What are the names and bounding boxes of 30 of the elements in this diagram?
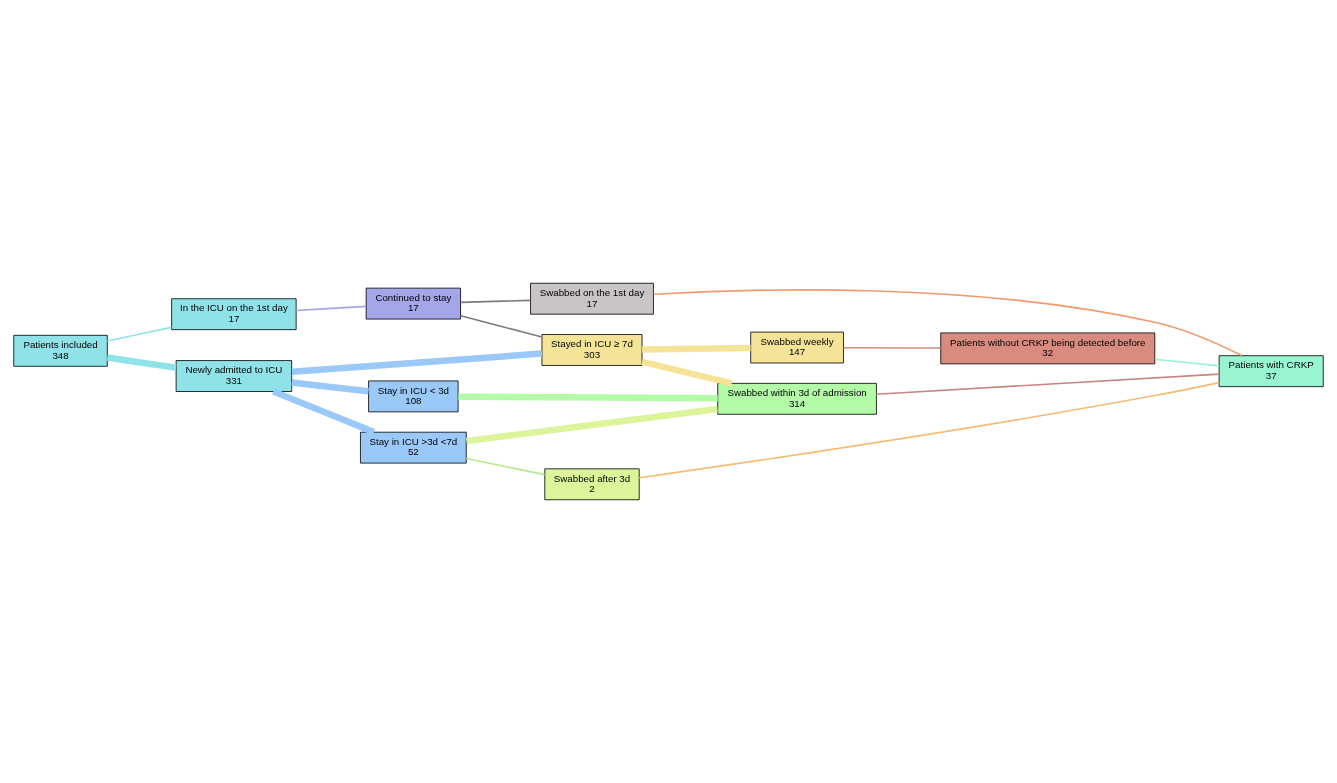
connector [106,326,173,342]
connector [1154,358,1220,367]
node-box: Continued to stay 17 [365,287,461,320]
connector [291,350,543,376]
connector [465,457,546,476]
connector [842,346,942,349]
node-box: Swabbed weekly 147 [750,331,844,364]
node-box: Stay in ICU < 3d 108 [368,380,459,413]
node-box: Newly admitted to ICU 331 [175,360,293,392]
connector [291,379,369,395]
node-box: Patients without CRKP being detected before 32 [940,332,1156,365]
connector [642,344,751,353]
node-box: Patients included 348 [13,334,108,367]
node-box: Patients with CRKP 37 [1218,355,1324,388]
connector [295,305,367,312]
connector [459,314,543,338]
connector [652,289,1243,357]
node-box: In the ICU on the 1st day 17 [171,298,297,331]
node-box: Swabbed on the 1st day 17 [530,282,654,315]
node-box: Stayed in ICU ≥ 7d 303 [541,334,643,366]
connector [272,388,376,436]
node-box: Swabbed after 3d 2 [544,468,640,501]
connector [459,299,532,304]
connector [106,354,177,371]
connector [641,358,733,387]
connector [458,393,718,402]
node-box: Stay in ICU >3d <7d 52 [360,431,467,464]
connector [466,405,718,445]
connector [875,373,1220,396]
node-box: Swabbed within 3d of admission 314 [717,382,877,415]
